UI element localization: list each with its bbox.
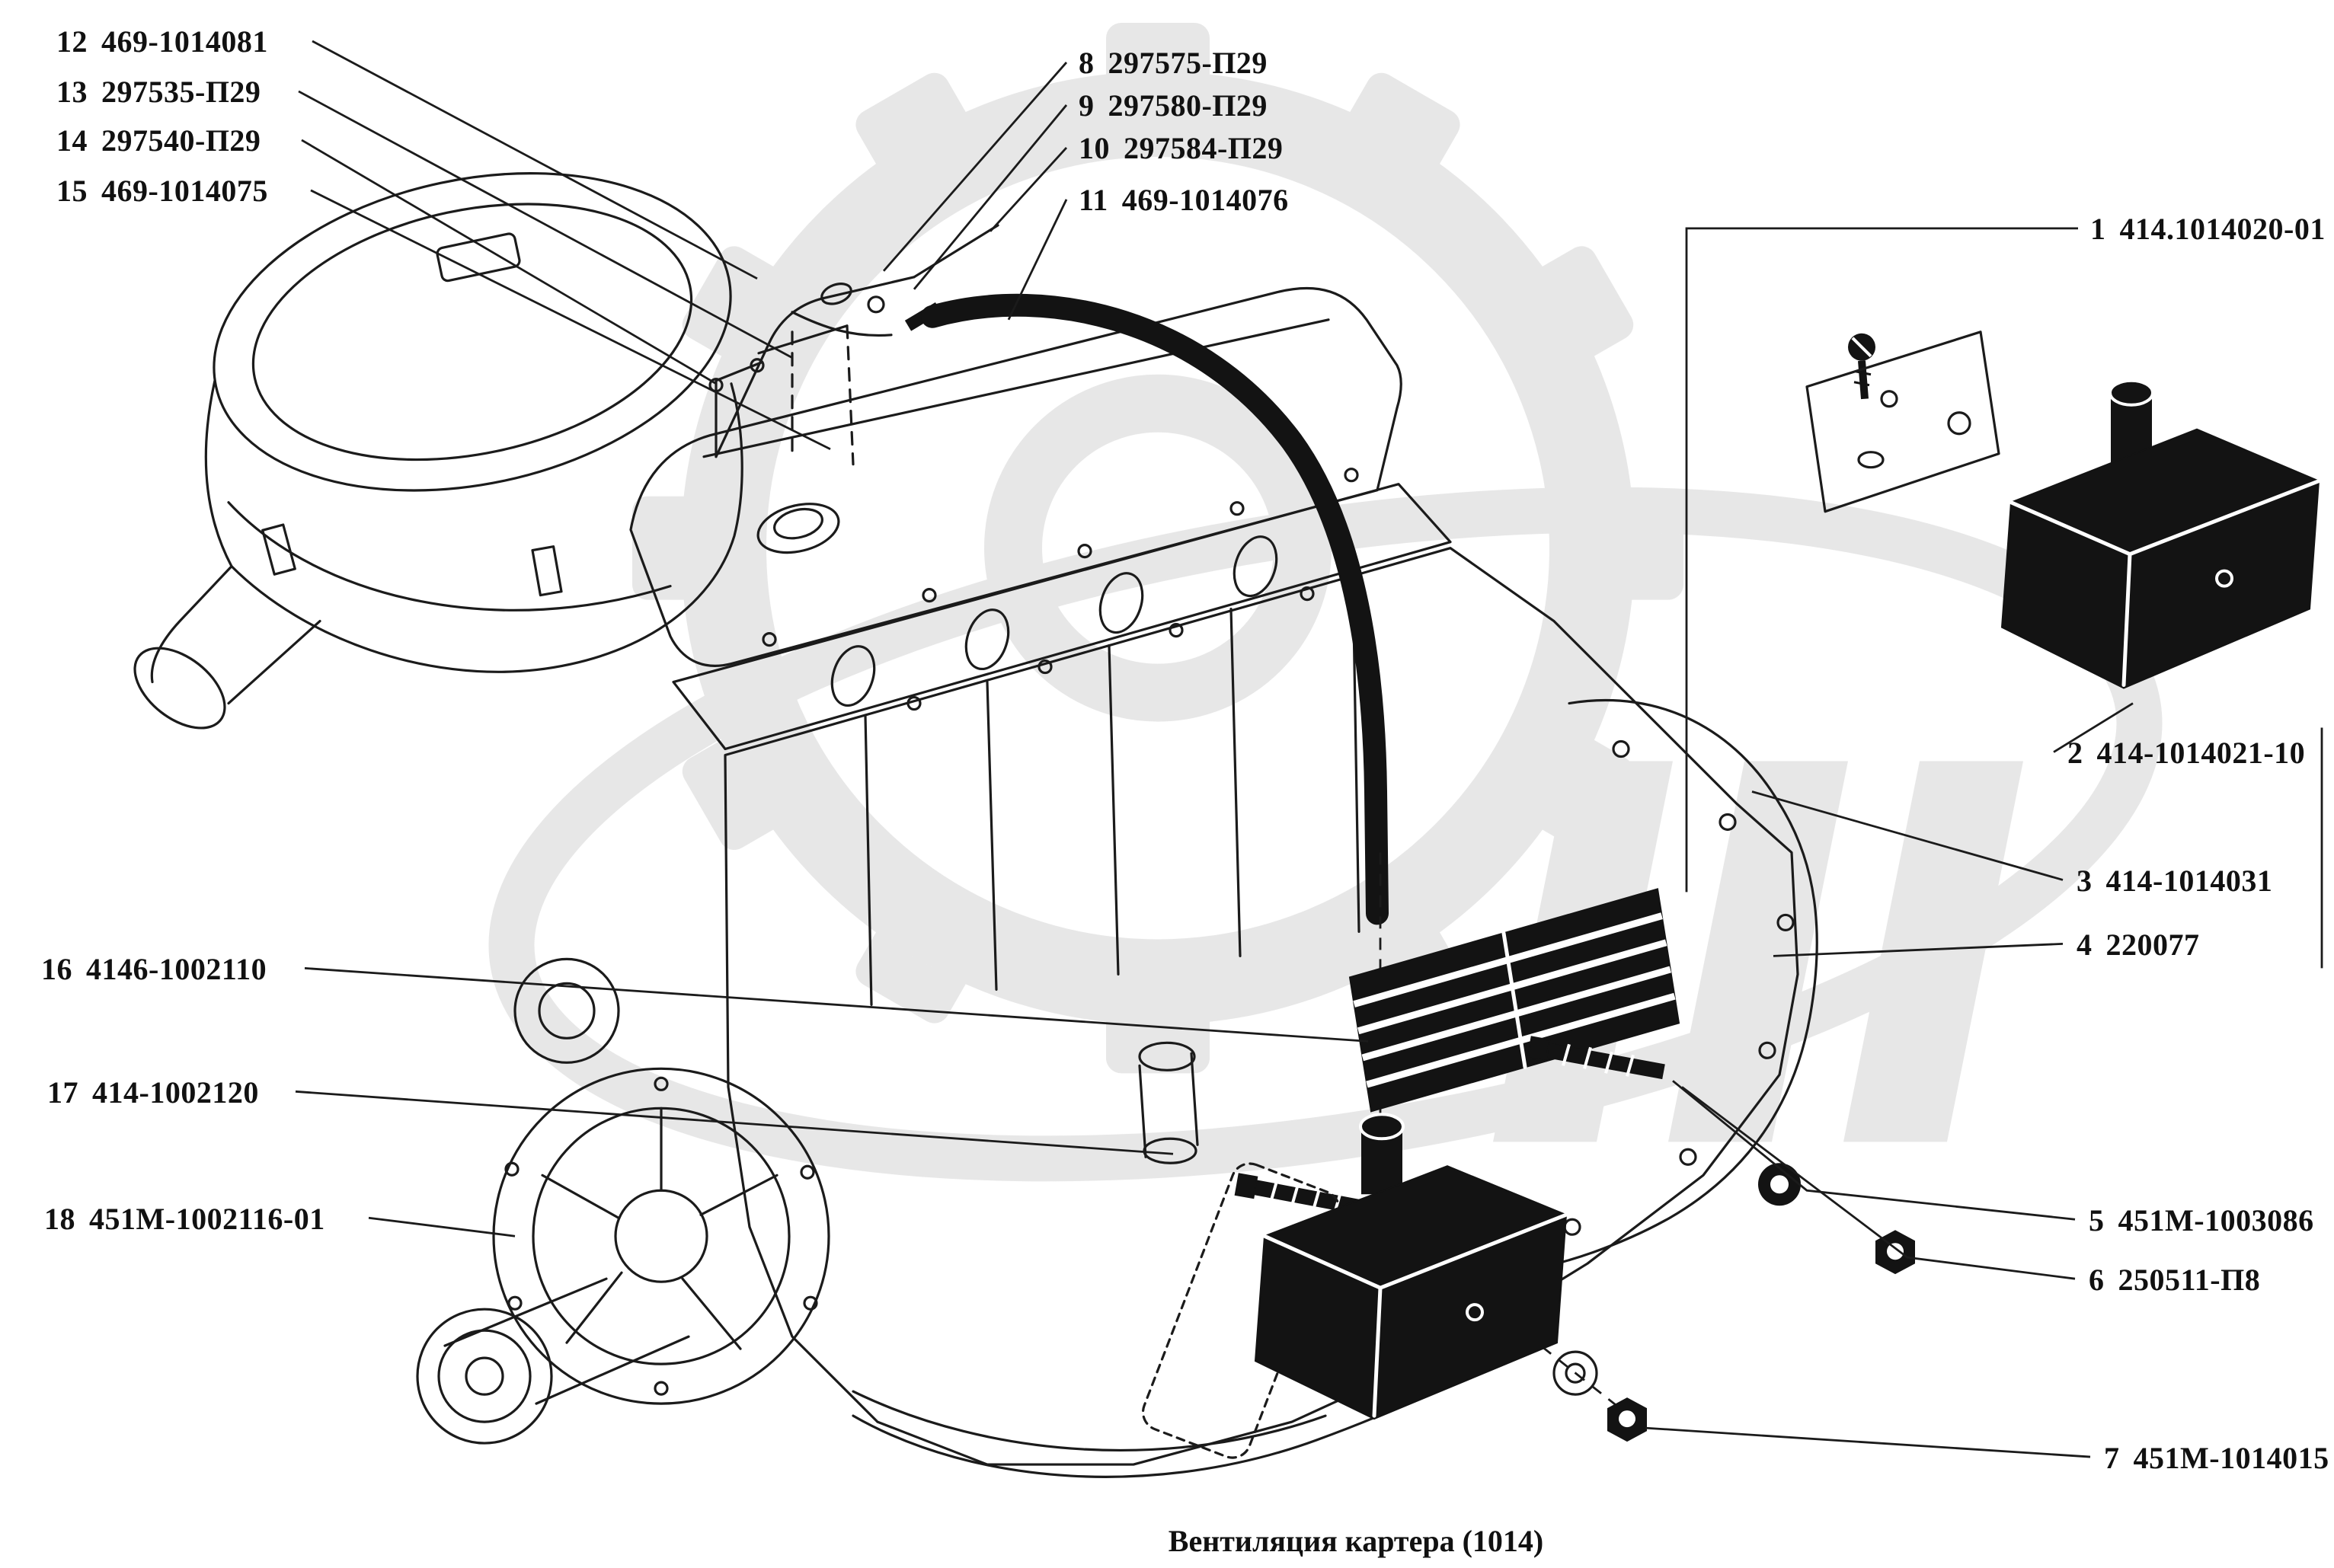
callout-5: 5 451М-1003086 <box>2089 1202 2314 1238</box>
stud-bolt-upper <box>1527 1036 1665 1080</box>
callout-number: 17 <box>47 1075 78 1110</box>
oil-separator-cover <box>1254 1113 1568 1420</box>
vent-hose <box>904 293 1389 925</box>
callout-number: 6 <box>2089 1263 2105 1297</box>
part-number: 469-1014075 <box>101 174 268 208</box>
watermark-logo <box>488 22 2163 1182</box>
callout-number: 2 <box>2067 736 2083 770</box>
callout-7: 7 451М-1014015 <box>2104 1440 2329 1476</box>
air-cleaner <box>133 171 743 730</box>
callout-1: 1 414.1014020-01 <box>2090 211 2326 247</box>
callout-number: 13 <box>56 75 88 109</box>
part-number: 297535-П29 <box>101 75 261 109</box>
callout-number: 11 <box>1079 183 1108 217</box>
part-number: 297580-П29 <box>1108 88 1268 123</box>
part-number: 220077 <box>2105 928 2200 962</box>
callout-number: 12 <box>56 24 88 59</box>
carburetor-fittings <box>708 224 999 466</box>
part-number: 469-1014076 <box>1121 183 1289 217</box>
callout-number: 15 <box>56 174 88 208</box>
callout-number: 14 <box>56 123 88 158</box>
callout-17: 17 414-1002120 <box>47 1075 259 1110</box>
timing-cover <box>492 1067 830 1405</box>
part-number: 297584-П29 <box>1124 131 1284 165</box>
part-number: 414-1014021-10 <box>2096 736 2306 770</box>
part-number: 469-1014081 <box>101 24 268 59</box>
callout-number: 16 <box>41 952 72 986</box>
callout-number: 5 <box>2089 1203 2105 1237</box>
callout-12: 12 469-1014081 <box>56 24 268 59</box>
callout-3: 3 414-1014031 <box>2077 863 2272 899</box>
callout-6: 6 250511-П8 <box>2089 1262 2260 1298</box>
callout-16: 16 4146-1002110 <box>41 951 267 987</box>
figure-caption: Вентиляция картера (1014) <box>1168 1524 1544 1558</box>
vent-baffle-plate <box>1348 888 1680 1113</box>
crank-pulley <box>416 1277 690 1445</box>
callout-number: 4 <box>2077 928 2093 962</box>
callout-15: 15 469-1014075 <box>56 173 268 209</box>
part-number: 451М-1003086 <box>2118 1203 2314 1237</box>
part-number: 414-1014031 <box>2105 864 2273 898</box>
part-number: 297575-П29 <box>1108 46 1268 80</box>
inset-parts <box>1805 331 2321 689</box>
callout-number: 8 <box>1079 46 1095 80</box>
washer-nut-set <box>1552 1163 1915 1442</box>
part-number: 451М-1014015 <box>2133 1441 2329 1475</box>
part-number: 297540-П29 <box>101 123 261 158</box>
part-number: 451М-1002116-01 <box>89 1202 325 1236</box>
part-number: 414.1014020-01 <box>2119 212 2326 246</box>
valve-cover <box>629 286 1402 667</box>
callout-2: 2 414-1014021-10 <box>2067 735 2305 771</box>
callout-number: 18 <box>44 1202 75 1236</box>
leader-lines <box>295 40 2323 1458</box>
callout-9: 9 297580-П29 <box>1079 88 1268 123</box>
part-number: 250511-П8 <box>2118 1263 2261 1297</box>
callout-14: 14 297540-П29 <box>56 123 261 158</box>
callout-number: 9 <box>1079 88 1095 123</box>
callout-11: 11 469-1014076 <box>1079 182 1289 218</box>
callout-number: 10 <box>1079 131 1110 165</box>
cylinder-head <box>672 483 1452 751</box>
callout-10: 10 297584-П29 <box>1079 130 1283 166</box>
callout-number: 3 <box>2077 864 2093 898</box>
callout-number: 1 <box>2090 212 2106 246</box>
callout-18: 18 451М-1002116-01 <box>44 1201 325 1237</box>
callout-4: 4 220077 <box>2077 927 2200 963</box>
engine-block <box>513 547 1799 1478</box>
part-number: 414-1002120 <box>92 1075 259 1110</box>
flywheel-housing <box>1516 699 1818 1274</box>
part-number: 4146-1002110 <box>86 952 267 986</box>
callout-number: 7 <box>2104 1441 2120 1475</box>
callout-13: 13 297535-П29 <box>56 74 261 110</box>
callout-8: 8 297575-П29 <box>1079 45 1268 81</box>
